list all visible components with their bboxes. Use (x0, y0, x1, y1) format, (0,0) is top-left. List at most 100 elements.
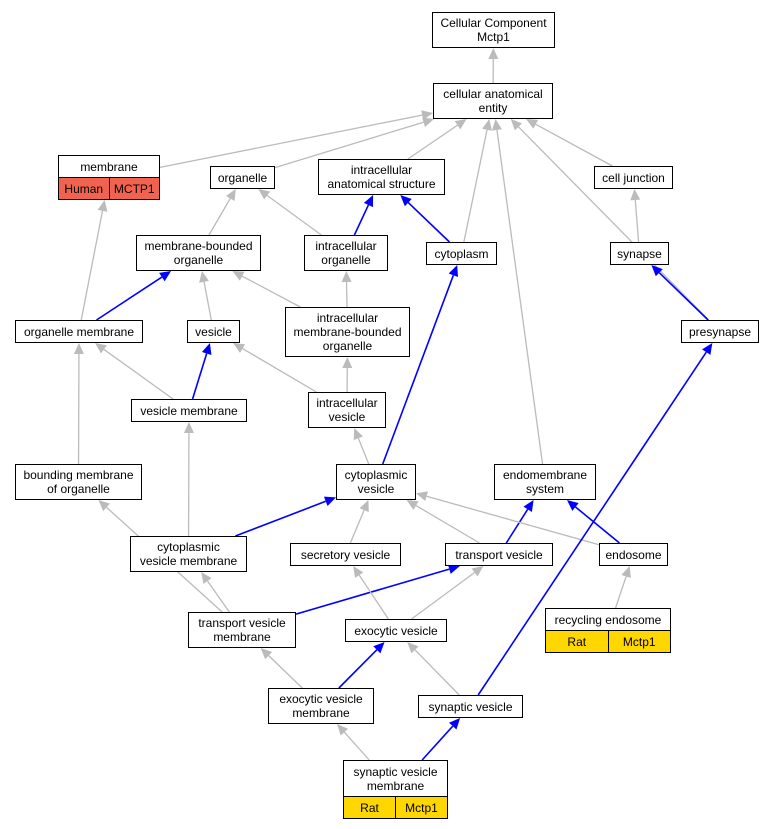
edge-tvm-to-transves (295, 564, 460, 615)
node-label: vesicle membrane (140, 403, 238, 418)
edge-vesicle-to-mbo (199, 271, 212, 321)
edge-transves-to-endomem (505, 500, 534, 544)
node-vesicle-membrane[interactable]: vesicle membrane (131, 399, 247, 422)
edge-line (242, 348, 317, 393)
edge-arrowhead (621, 566, 631, 579)
node-exocytic-vesicle[interactable]: exocytic vesicle (345, 619, 447, 642)
node-label: intracellular vesicle (316, 396, 378, 424)
edge-vesmem-to-orgmem (95, 343, 174, 400)
edge-arrowhead (233, 343, 246, 353)
edge-line (80, 210, 104, 321)
edge-arrowhead (359, 500, 369, 513)
edge-cae-to-root (488, 48, 499, 84)
edge-arrowhead (407, 642, 419, 654)
edge-line (295, 568, 450, 615)
edge-line (477, 351, 707, 696)
edge-arrowhead (363, 195, 374, 208)
node-intracellular-anatomical-structure[interactable]: intracellular anatomical structure (318, 159, 445, 195)
edge-line (496, 129, 544, 465)
edge-mbo-to-organelle (208, 189, 236, 236)
annotation-row: Rat Mctp1 (546, 630, 670, 652)
node-synaptic-vesicle[interactable]: synaptic vesicle (418, 695, 523, 718)
node-label: recycling endosome (554, 612, 662, 627)
edge-line (381, 275, 455, 465)
node-intracellular-membrane-bounded-organelle[interactable]: intracellular membrane-bounded organelle (285, 307, 410, 357)
node-intracellular-organelle[interactable]: intracellular organelle (304, 235, 388, 271)
edge-line (191, 353, 208, 400)
node-organelle-membrane[interactable]: organelle membrane (15, 320, 143, 343)
node-label: transport vesicle (455, 547, 543, 562)
edge-evm-to-tvm (260, 648, 303, 689)
edge-line (357, 437, 370, 465)
edge-orgmem-to-mbo (96, 271, 172, 321)
node-label: vesicle (195, 324, 232, 339)
edge-cytoplasm-to-ias (400, 195, 451, 243)
edge-cytves-to-cytoplasm (381, 265, 459, 465)
edge-line (535, 123, 613, 167)
node-exocytic-vesicle-membrane[interactable]: exocytic vesicle membrane (268, 688, 374, 724)
node-label: cytoplasmic vesicle membrane (139, 540, 238, 568)
edge-line (235, 500, 327, 537)
node-intracellular-vesicle[interactable]: intracellular vesicle (308, 392, 386, 428)
edge-arrowhead (630, 189, 641, 201)
edge-cvm-to-cytves (235, 496, 336, 537)
edge-endomem-to-cae (491, 119, 544, 465)
node-cytoplasmic-vesicle[interactable]: cytoplasmic vesicle (336, 464, 416, 500)
node-cellular-component-root[interactable]: Cellular Component Mctp1 (432, 12, 555, 48)
edge-vesmem-to-vesicle (191, 343, 212, 400)
node-secretory-vesicle[interactable]: secretory vesicle (290, 543, 401, 566)
edge-tvm-to-cvm (201, 572, 230, 613)
node-synaptic-vesicle-membrane[interactable]: synaptic vesicle membrane Rat Mctp1 (343, 760, 448, 819)
node-membrane[interactable]: membrane Human MCTP1 (58, 155, 160, 200)
node-cytoplasmic-vesicle-membrane[interactable]: cytoplasmic vesicle membrane (130, 536, 247, 572)
edge-line (426, 495, 600, 546)
edge-io-to-organelle (258, 189, 322, 236)
edge-arrowhead (447, 564, 460, 574)
edge-line (634, 199, 640, 243)
edge-arrowhead (651, 265, 663, 277)
edge-io-to-ias (353, 195, 374, 236)
node-label: cytoplasm (434, 246, 489, 261)
edge-synves-to-exoves (407, 642, 460, 696)
node-cell-junction[interactable]: cell junction (594, 166, 673, 189)
node-label: bounding membrane of organelle (23, 468, 134, 496)
node-transport-vesicle[interactable]: transport vesicle (445, 543, 553, 566)
edge-organelle-to-cae (274, 117, 435, 169)
node-presynapse[interactable]: presynapse (681, 320, 759, 343)
edge-celljunction-to-cae (526, 119, 613, 167)
node-bounding-membrane-of-organelle[interactable]: bounding membrane of organelle (15, 464, 142, 500)
edge-synves-to-presynapse (477, 343, 713, 696)
edge-arrowhead (482, 119, 492, 131)
node-label: transport vesicle membrane (198, 616, 286, 644)
edge-arrowhead (73, 343, 84, 355)
node-transport-vesicle-membrane[interactable]: transport vesicle membrane (188, 612, 296, 648)
edge-svm-to-evm (337, 724, 370, 761)
node-cytoplasm[interactable]: cytoplasm (426, 242, 497, 265)
node-label: endomembrane system (502, 468, 588, 496)
node-label: organelle membrane (23, 324, 135, 339)
edge-line (206, 580, 230, 613)
node-recycling-endosome[interactable]: recycling endosome Rat Mctp1 (545, 608, 671, 653)
edge-arrowhead (159, 271, 172, 282)
edge-arrowhead (260, 648, 273, 660)
annotation-row: Human MCTP1 (59, 177, 159, 199)
node-synapse[interactable]: synapse (610, 242, 669, 265)
edge-iv-to-vesicle (233, 343, 317, 393)
node-cellular-anatomical-entity[interactable]: cellular anatomical entity (433, 83, 553, 119)
node-endosome[interactable]: endosome (599, 543, 668, 566)
annotation-row: Rat Mctp1 (344, 796, 447, 818)
edge-arrowhead (566, 500, 579, 511)
annotation-gene: MCTP1 (108, 178, 159, 199)
node-organelle[interactable]: organelle (210, 166, 275, 189)
node-label: intracellular membrane-bounded organelle (293, 311, 402, 353)
edge-arrowhead (225, 189, 236, 202)
edge-arrowhead (373, 642, 385, 654)
edge-line (358, 574, 389, 620)
node-vesicle[interactable]: vesicle (187, 320, 240, 343)
node-endomembrane-system[interactable]: endomembrane system (494, 464, 596, 500)
edge-arrowhead (258, 189, 271, 200)
node-membrane-bounded-organelle[interactable]: membrane-bounded organelle (136, 235, 261, 271)
edge-arrowhead (526, 119, 539, 129)
